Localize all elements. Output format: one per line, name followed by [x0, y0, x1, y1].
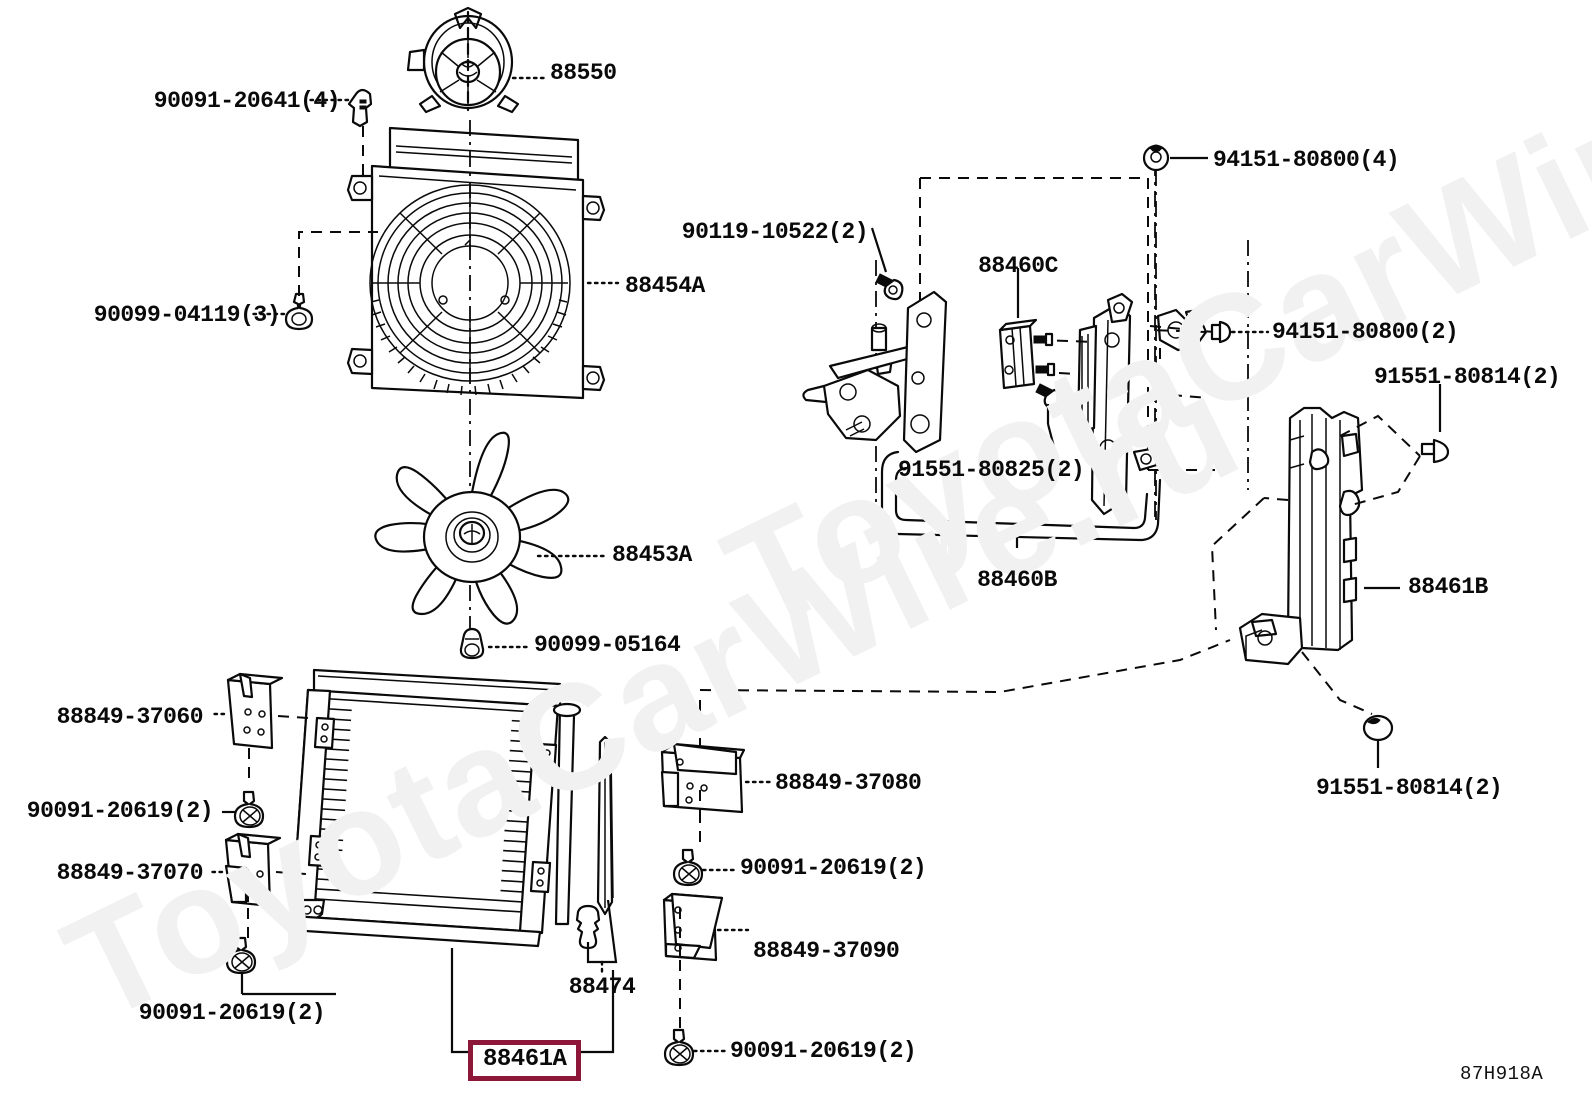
part-91551-80825-bolt — [1035, 383, 1064, 475]
label-88453A: 88453A — [612, 542, 692, 568]
label-94151-80800-4: 94151-80800(4) — [1213, 147, 1400, 173]
label-88461B: 88461B — [1408, 574, 1488, 600]
part-88849-37060-bracket — [210, 672, 309, 786]
part-88461B-air-guide — [1210, 406, 1421, 715]
label-90099-05164: 90099-05164 — [534, 632, 681, 658]
part-90099-04119-grommet — [248, 231, 378, 331]
label-88460B: 88460B — [977, 567, 1057, 593]
part-90119-10522-bolt — [870, 227, 904, 301]
part-94151-80800-4-bolt — [1142, 144, 1208, 520]
label-88474: 88474 — [568, 974, 636, 1000]
part-88460B-support-frame — [802, 160, 1215, 548]
part-94151-80800-2-bolt — [1149, 240, 1270, 490]
label-88849-37080: 88849-37080 — [775, 770, 922, 796]
label-88849-37060: 88849-37060 — [56, 704, 204, 730]
label-94151-80800-2: 94151-80800(2) — [1272, 319, 1459, 345]
part-90091-20641-clip — [308, 88, 373, 180]
label-90091-20619-c: 90091-20619(2) — [138, 1000, 326, 1026]
label-88460C: 88460C — [978, 253, 1058, 279]
label-90099-04119: 90099-04119(3) — [93, 302, 281, 328]
part-88550-fan-motor — [406, 6, 547, 114]
label-90091-20619-d: 90091-20619(2) — [730, 1038, 917, 1064]
part-88849-37090-bracket — [662, 892, 750, 1030]
part-88453A-fan-blade — [374, 431, 607, 625]
part-91551-80814-lower-bolt — [1362, 714, 1394, 768]
highlighted-part-number[interactable]: 88461A — [468, 1040, 582, 1081]
label-91551-80814-a: 91551-80814(2) — [1374, 364, 1561, 390]
part-88849-37070-bracket — [210, 832, 307, 938]
leader-88461A — [450, 948, 615, 1054]
label-88454A: 88454A — [625, 273, 705, 299]
diagram-id: 87H918A — [1460, 1063, 1544, 1085]
label-90091-20641: 90091-20641(4) — [153, 88, 341, 114]
label-90119-10522: 90119-10522(2) — [681, 219, 869, 245]
part-88461A-condenser — [288, 668, 582, 948]
part-88454A-fan-shroud — [346, 120, 620, 640]
label-91551-80825: 91551-80825(2) — [898, 457, 1085, 483]
part-90091-20619-clip-d — [663, 1028, 728, 1067]
label-88550: 88550 — [550, 60, 617, 86]
part-88474-receiver-drier — [575, 735, 618, 974]
part-88849-37080-bracket — [660, 700, 772, 850]
part-90091-20619-clip-a — [222, 790, 265, 829]
part-88460C-bracket — [998, 268, 1097, 390]
part-91551-80814-upper-bolt — [1420, 384, 1450, 464]
label-90091-20619-a: 90091-20619(2) — [26, 798, 214, 824]
part-90091-20619-clip-c — [225, 936, 336, 996]
part-90099-05164-nut — [459, 627, 530, 660]
label-91551-80814-b: 91551-80814(2) — [1316, 775, 1503, 801]
label-90091-20619-b: 90091-20619(2) — [740, 855, 927, 881]
label-88849-37090: 88849-37090 — [753, 938, 900, 964]
part-90091-20619-clip-b — [672, 848, 738, 887]
label-88849-37070: 88849-37070 — [56, 860, 204, 886]
